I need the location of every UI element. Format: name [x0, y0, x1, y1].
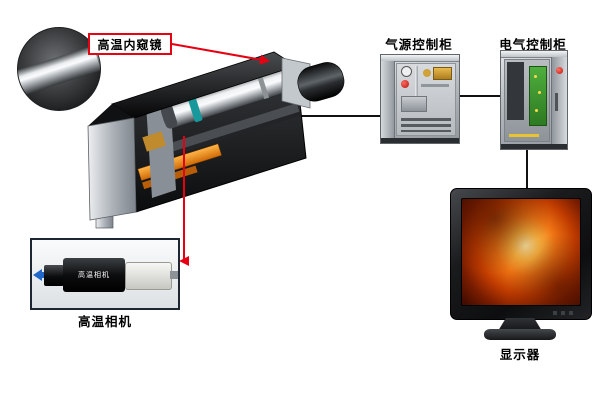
camera-body-text: 高温相机: [78, 271, 110, 279]
camera-label: 高温相机: [77, 314, 132, 329]
vent-slots: [401, 118, 451, 132]
air-cabinet-base: [381, 138, 459, 143]
valve-block: [401, 96, 427, 112]
endoscope-label-box: 高温内窥镜: [88, 33, 172, 55]
electric-cabinet-base: [501, 144, 567, 149]
led-dot: [534, 75, 537, 78]
monitor: [450, 188, 592, 320]
unit-gold-part: [142, 131, 166, 152]
unit-top-left-wedge: [88, 104, 134, 126]
monitor-stand-neck: [498, 318, 542, 331]
unit-camera-cylinder: [160, 66, 293, 129]
pipe-horizontal: [421, 84, 449, 87]
brass-fitting: [423, 69, 431, 77]
camera-lens: [44, 265, 64, 286]
endoscope-photo: [17, 27, 101, 111]
electric-cabinet-panel: [504, 59, 550, 142]
red-annotation-lines: [171, 43, 270, 266]
unit-interior: [137, 66, 301, 198]
camera-photo: 高温相机: [30, 238, 180, 310]
electric-backplane: [507, 62, 524, 120]
door-handle: [555, 93, 558, 111]
red-knob: [401, 80, 409, 88]
arrow-endoscope-to-unit: [171, 43, 270, 65]
monitor-buttons: [553, 311, 577, 315]
camera-mount: [125, 262, 172, 290]
arrow-unit-to-camera: [179, 136, 189, 266]
air-cabinet-panel: [396, 63, 456, 136]
unit-left-face: [87, 117, 137, 221]
regulator-block: [433, 67, 452, 80]
electric-cabinet-label: 电气控制柜: [499, 37, 567, 52]
unit-motor-cylinder: [297, 62, 345, 102]
electric-cabinet-door: [551, 57, 567, 144]
yellow-wire: [509, 134, 539, 137]
camera-connector: [170, 271, 178, 279]
monitor-screen-furnace-image: [461, 198, 581, 306]
air-cabinet-top: [381, 55, 459, 62]
electric-control-cabinet: [500, 50, 568, 150]
air-cabinet-label: 气源控制柜: [385, 37, 453, 52]
led-dot: [535, 109, 538, 112]
red-button: [556, 67, 563, 74]
scanner-unit-illustration: [87, 51, 345, 229]
air-control-cabinet: [380, 54, 460, 144]
green-circuit-board: [529, 66, 547, 126]
air-cabinet-door: [381, 61, 395, 138]
monitor-stand-base: [484, 329, 556, 340]
pipe-vertical: [415, 66, 418, 108]
camera-body: 高温相机: [63, 258, 125, 292]
connection-lines: [300, 95, 528, 192]
unit-rail: [151, 103, 301, 162]
monitor-label: 显示器: [499, 347, 541, 362]
electric-cabinet-top: [501, 51, 567, 58]
led-dot: [538, 91, 541, 94]
endoscope-label: 高温内窥镜: [97, 37, 163, 52]
gauge-icon: [401, 66, 412, 77]
left-arrow-icon: [33, 269, 42, 281]
